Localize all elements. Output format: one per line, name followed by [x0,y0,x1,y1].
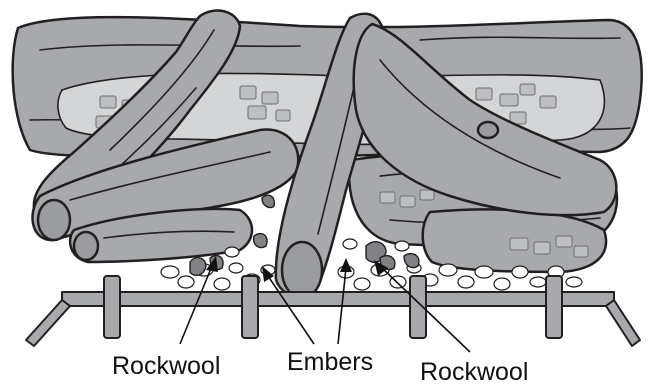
rockwool-right-label: Rockwool [420,358,528,386]
embers-label: Embers [287,348,373,376]
rockwool-left-label: Rockwool [112,352,220,380]
right-lower-log [423,209,606,272]
fireplace-grate [26,276,640,346]
